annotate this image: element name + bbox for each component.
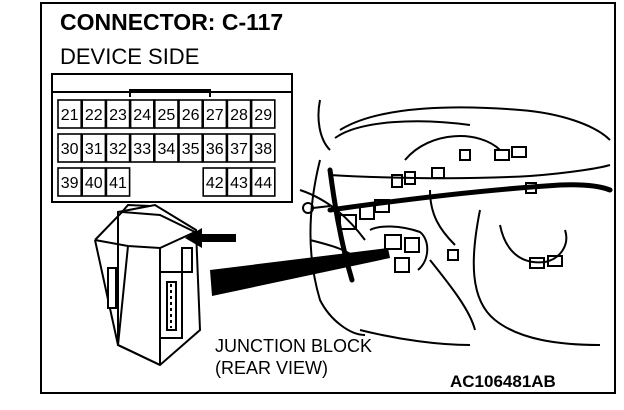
connector-pin-cell [178, 133, 204, 163]
connector-pin-cell [250, 167, 276, 197]
connector-pin-number: 26 [182, 107, 200, 124]
arrow-icon [185, 228, 236, 248]
junction-block-label: JUNCTION BLOCK (REAR VIEW) [215, 335, 372, 379]
connector-pin-cell [154, 99, 179, 129]
connector-pin-cell [105, 167, 131, 197]
connector-pin-number: 41 [109, 175, 127, 192]
connector-pin-number: 37 [230, 141, 248, 158]
connector-pin-cell [105, 99, 131, 129]
connector-title: CONNECTOR: C-117 [60, 9, 284, 35]
connector-pin-cell [105, 133, 131, 163]
connector-pin-cell [226, 99, 252, 129]
connector-pin-grid: 21 22 23 24 25 26 27 28 29 30 31 32 33 34 35 36 37 38 39 40… [57, 99, 276, 197]
connector-pin-cell [226, 167, 252, 197]
connector-pin-number: 25 [158, 107, 176, 124]
connector-pin-number: 28 [230, 107, 248, 124]
figure-code: AC106481AB [450, 372, 556, 391]
connector-pin-cell [202, 167, 228, 197]
connector-pin-number: 36 [206, 141, 224, 158]
connector-pin-number: 31 [85, 141, 103, 158]
dashboard-illustration [299, 99, 611, 346]
connector-pin-number: 21 [61, 107, 79, 124]
connector-pin-cell [202, 133, 228, 163]
connector-outline [51, 73, 293, 203]
connector-pin-number: 35 [182, 141, 200, 158]
connector-pin-number: 32 [109, 141, 127, 158]
junction-block [94, 203, 202, 367]
connector-pin-cell [226, 133, 252, 163]
connector-pin-cell [81, 133, 107, 163]
connector-pin-number: 22 [85, 107, 103, 124]
connector-pin-cell [154, 133, 179, 163]
connector-pin-number: 38 [254, 141, 272, 158]
connector-pin-number: 34 [158, 141, 176, 158]
connector-pin-cell [57, 99, 83, 129]
connector-pin-cell [81, 167, 107, 197]
connector-pin-number: 27 [206, 107, 224, 124]
connector-pin-number: 43 [230, 175, 248, 192]
connector-subtitle: DEVICE SIDE [60, 44, 200, 69]
connector-pin-number: 33 [133, 141, 151, 158]
connector-pin-cell [129, 99, 155, 129]
connector-pin-cell [250, 133, 276, 163]
location-leader-wedge [210, 248, 390, 296]
connector-pin-number: 40 [85, 175, 103, 192]
wiring-harness [327, 167, 613, 283]
connector-pin-number: 39 [61, 175, 79, 192]
connector-pin-cell [57, 133, 83, 163]
connector-pin-cell [250, 99, 276, 129]
connector-pin-cell [178, 99, 204, 129]
connector-pin-number: 23 [109, 107, 127, 124]
junction-block-label-line2: (REAR VIEW) [215, 358, 329, 378]
connector-pin-number: 29 [254, 107, 272, 124]
connector-pin-number: 42 [206, 175, 224, 192]
connector-pin-cell [57, 167, 83, 197]
connector-pin-number: 24 [133, 107, 151, 124]
connector-pin-cell [129, 133, 155, 163]
connector-pin-cell [202, 99, 228, 129]
connector-pin-cell [81, 99, 107, 129]
junction-block-label-line1: JUNCTION BLOCK [215, 336, 373, 356]
connector-pin-number: 30 [61, 141, 79, 158]
connector-pin-number: 44 [254, 175, 272, 192]
